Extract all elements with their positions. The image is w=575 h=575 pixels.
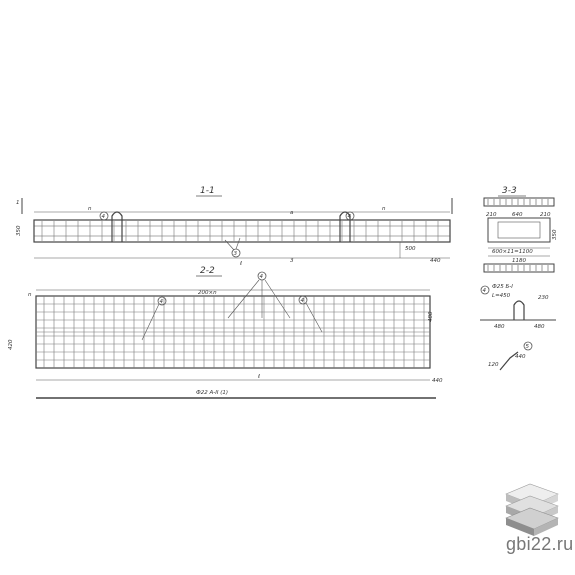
bottom-strip-hatch [487, 265, 549, 271]
reinforcement-mesh [36, 296, 430, 368]
dim-w1: 210 [486, 212, 497, 218]
dim-total: 600×11=1100 [492, 249, 533, 255]
dim-side: 420 [8, 339, 14, 350]
loop-length: L=450 [492, 293, 511, 299]
dim-cut: 3 [290, 258, 294, 264]
dim-h: 350 [552, 229, 558, 240]
callout-4: 4 [102, 214, 106, 220]
callout-3: 3 [234, 251, 238, 257]
section-1-1-marker: 1 [16, 200, 20, 206]
section-1-1-title: 1-1 [200, 186, 215, 196]
section-3-3-title: 3-3 [502, 186, 517, 196]
callout-4: 4 [301, 298, 305, 304]
callout-4: 4 [160, 299, 164, 305]
dim-pitch: 200×n [198, 290, 217, 296]
dim-n-left: n [88, 206, 92, 212]
section-1-1: 1-1 1 4 4 3 n n a 350 ℓ 3 500 440 [16, 186, 453, 267]
dim-bottom: 1180 [512, 258, 526, 264]
slab-stack-icon [505, 483, 559, 536]
callout-4: 4 [348, 214, 352, 220]
top-strip-hatch [487, 199, 549, 205]
dim-n-right: n [382, 206, 386, 212]
dim-span: ℓ [257, 374, 260, 380]
section-2-2-title: 2-2 [200, 266, 215, 276]
section-2-2: 2-2 200×n 4 4 4 420 n 480 440 ℓ Ф22 А-ІІ… [8, 266, 443, 399]
bar-note: Ф22 А-ІІ (1) [196, 390, 228, 396]
section-3-3: 3-3 210 640 210 350 600×11=1100 1180 [483, 186, 558, 273]
detail-marker-5: 5 [526, 344, 530, 350]
dim-w2: 640 [512, 212, 523, 218]
dim-500: 500 [405, 246, 416, 252]
loop-shape [513, 300, 525, 320]
dim-w3: 210 [540, 212, 551, 218]
dim-440: 440 [432, 378, 443, 384]
dim-height: 350 [16, 225, 22, 236]
loop-left: 480 [494, 324, 505, 330]
hook-shape [499, 351, 519, 371]
dim-a: a [290, 210, 294, 216]
loop-depth: 230 [538, 295, 549, 301]
dim-480: 480 [428, 311, 434, 322]
dim-n: n [28, 292, 32, 298]
detail-lifting-loop: 4 Ф25 Б-І L=450 480 480 230 [480, 284, 556, 330]
dim-span: ℓ [239, 261, 242, 267]
callout-4: 4 [260, 274, 264, 280]
loop-rebar: Ф25 Б-І [492, 284, 513, 290]
dim-440: 440 [430, 258, 441, 264]
detail-5-b: 440 [515, 354, 526, 360]
lifting-loop-left [111, 211, 123, 242]
loop-right: 480 [534, 324, 545, 330]
detail-5-a: 120 [488, 362, 499, 368]
detail-marker-4: 4 [483, 288, 487, 294]
stirrups [41, 221, 439, 241]
watermark-text: gbi22.ru [506, 534, 574, 554]
detail-5: 5 120 440 [488, 341, 533, 371]
